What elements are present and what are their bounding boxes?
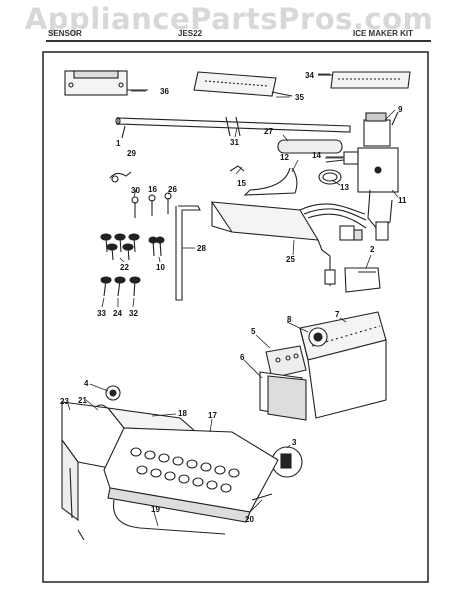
callout-30: 30 (131, 186, 140, 195)
callout-1: 1 (116, 139, 121, 148)
callout-16: 16 (148, 185, 157, 194)
screws-22 (100, 233, 140, 261)
part-6-cover (259, 371, 307, 421)
part-20-shaft (251, 493, 273, 501)
part-7-control-housing (299, 311, 387, 419)
callout-6: 6 (240, 353, 245, 362)
callout-34: 34 (305, 71, 314, 80)
callout-36: 36 (160, 87, 169, 96)
part-17-ice-mold (103, 427, 279, 523)
part-28-ice-rod (175, 205, 201, 301)
callout-33: 33 (97, 309, 106, 318)
part-29-clip (109, 171, 132, 183)
callout-15: 15 (237, 179, 246, 188)
part-36-bracket (64, 70, 148, 96)
site-watermark: AppliancePartsPros.com (24, 2, 434, 36)
callout-21: 21 (78, 396, 87, 405)
part-12-tube (243, 167, 298, 196)
callout-32: 32 (129, 309, 138, 318)
callout-19: 19 (151, 505, 160, 514)
callout-22: 22 (120, 263, 129, 272)
part-8-knob (308, 327, 328, 347)
part-15-clip (229, 165, 245, 172)
callout-35: 35 (295, 93, 304, 102)
screws-10 (148, 236, 165, 257)
callout-7: 7 (335, 310, 340, 319)
callout-4: 4 (84, 379, 89, 388)
callout-13: 13 (340, 183, 349, 192)
callout-20: 20 (245, 515, 254, 524)
callout-10: 10 (156, 263, 165, 272)
part-1-tube (115, 116, 351, 139)
header-left-text: SENSOR (48, 29, 82, 38)
callout-11: 11 (398, 196, 407, 205)
ice-cubes (130, 447, 240, 493)
callout-12: 12 (280, 153, 289, 162)
header-rule (46, 40, 431, 42)
screws-30-16-26 (131, 192, 172, 218)
part-2-bracket (344, 267, 381, 293)
part-5-module (265, 345, 307, 379)
callout-29: 29 (127, 149, 136, 158)
callout-14: 14 (312, 151, 321, 160)
callout-2: 2 (370, 245, 375, 254)
part-34-strip (318, 71, 411, 89)
screws-33-24-32 (100, 276, 141, 297)
callout-17: 17 (208, 411, 217, 420)
callout-31: 31 (230, 138, 239, 147)
leader-lines (67, 73, 399, 527)
callout-25: 25 (286, 255, 295, 264)
callout-27: 27 (264, 127, 273, 136)
callout-8: 8 (287, 315, 292, 324)
header-model-text: JES22 (178, 29, 203, 38)
callout-18: 18 (178, 409, 187, 418)
callout-3: 3 (292, 438, 297, 447)
callout-23: 23 (60, 397, 69, 406)
part-19-feeler-arm (77, 499, 226, 541)
callout-labels: 36 35 34 1 31 27 9 12 14 13 11 29 15 30 … (60, 71, 407, 524)
part-27-sleeve (277, 139, 343, 154)
diagram-frame (42, 51, 429, 583)
callout-9: 9 (398, 105, 403, 114)
part-13-ring (318, 169, 342, 185)
part-35-strip (193, 71, 293, 97)
callout-26: 26 (168, 185, 177, 194)
callout-5: 5 (251, 327, 256, 336)
part-23-mold-heater (61, 401, 125, 522)
callout-28: 28 (197, 244, 206, 253)
part-4-fitting (105, 385, 121, 401)
part-25-wiring-harness (210, 201, 389, 286)
callout-24: 24 (113, 309, 122, 318)
header-right-text: ICE MAKER KIT (353, 29, 413, 38)
